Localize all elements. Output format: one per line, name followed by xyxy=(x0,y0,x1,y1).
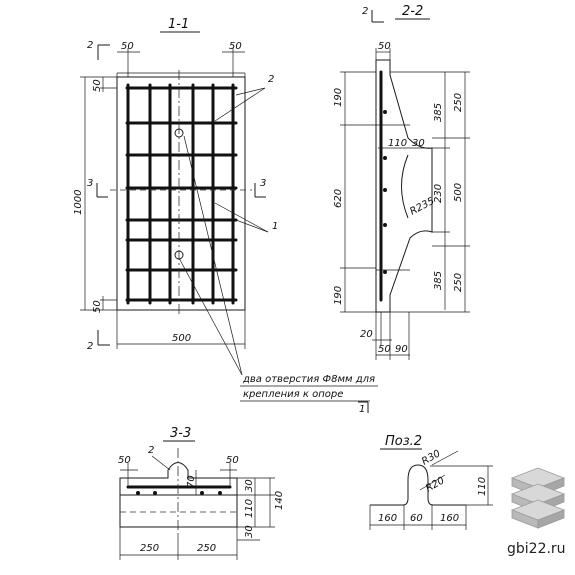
cut-mark-2-top: 2 xyxy=(87,40,93,51)
dim-33-250-left: 250 xyxy=(140,543,159,554)
dim-33-30-bot: 30 xyxy=(244,525,255,538)
callout-33-pos2: 2 xyxy=(148,445,154,456)
site-logo: gbi22.ru xyxy=(507,467,566,557)
dim-33-50-right: 50 xyxy=(226,455,239,466)
section-3-3-title: 3-3 xyxy=(170,426,191,441)
dim-22-l190-top: 190 xyxy=(333,88,344,107)
mounting-hole-top xyxy=(174,128,184,138)
section-2-2-title: 2-2 xyxy=(402,4,423,19)
note-line2: крепления к опоре xyxy=(243,389,343,400)
site-url: gbi22.ru xyxy=(507,541,566,557)
section-1-1: 1-1 2 xyxy=(73,17,278,376)
dim-22-top: 50 xyxy=(378,41,391,52)
cut-mark-3-right: 3 xyxy=(260,178,266,189)
dim-pos2-r20: R20 xyxy=(424,475,447,494)
callout-11-pos2: 2 xyxy=(268,74,274,85)
dim-11-width: 500 xyxy=(172,333,191,344)
cut-mark-2-22: 2 xyxy=(362,6,368,17)
dim-22-b50: 50 xyxy=(378,344,391,355)
section-1-1-title: 1-1 xyxy=(168,17,189,32)
pos2-title: Поз.2 xyxy=(385,434,422,449)
dim-22-r230: 230 xyxy=(433,184,444,203)
dim-22-l190-bot: 190 xyxy=(333,286,344,305)
dim-22-rr250-bot: 250 xyxy=(453,273,464,292)
mounting-hole-bottom xyxy=(174,250,184,260)
callout-11-pos1: 1 xyxy=(272,221,278,232)
dim-22-rr500: 500 xyxy=(453,183,464,202)
section-3-3-body xyxy=(119,462,238,528)
dim-11-height: 1000 xyxy=(73,190,84,215)
dim-11-top-left: 50 xyxy=(121,41,134,52)
section-3-3: 3-3 2 50 50 70 30 110 140 30 xyxy=(118,426,285,560)
dim-pos2-r30: R30 xyxy=(420,448,443,467)
dim-22-r385-bot: 385 xyxy=(433,271,444,290)
dim-33-30-top: 30 xyxy=(244,479,255,492)
position-2-detail: Поз.2 R30 R20 110 160 60 160 xyxy=(369,434,493,530)
pos2-bar-shape xyxy=(370,464,466,506)
dim-11-top-right: 50 xyxy=(229,41,242,52)
dim-33-140: 140 xyxy=(274,491,285,510)
dim-22-110: 110 xyxy=(388,138,407,149)
panel-profile xyxy=(375,59,433,313)
dim-33-50-left: 50 xyxy=(118,455,131,466)
dim-22-b20: 20 xyxy=(360,329,373,340)
dim-22-30: 30 xyxy=(412,138,425,149)
cut-mark-1: 1 xyxy=(359,404,365,415)
dim-33-110: 110 xyxy=(244,499,255,518)
cut-mark-3-left: 3 xyxy=(87,178,93,189)
dim-33-70: 70 xyxy=(186,475,197,488)
rebar-mesh xyxy=(125,83,238,305)
dim-22-r385-top: 385 xyxy=(433,103,444,122)
dim-pos2-160-left: 160 xyxy=(378,513,397,524)
panel-outline xyxy=(116,76,246,311)
dim-11-left-top: 50 xyxy=(92,79,103,92)
dim-22-rr250-top: 250 xyxy=(453,93,464,112)
mounting-note: два отверстия Ф8мм для крепления к опоре… xyxy=(240,374,378,415)
dim-pos2-60: 60 xyxy=(410,513,423,524)
note-line1: два отверстия Ф8мм для xyxy=(242,374,375,385)
dim-22-b90: 90 xyxy=(395,344,408,355)
section-2-2: 2-2 2 50 190 620 190 385 230 xyxy=(333,4,470,360)
dim-pos2-110: 110 xyxy=(477,477,488,496)
cut-mark-2-bottom: 2 xyxy=(87,341,93,352)
dim-11-left-bottom: 50 xyxy=(92,300,103,313)
dim-33-250-right: 250 xyxy=(197,543,216,554)
dim-22-l620: 620 xyxy=(333,189,344,208)
dim-pos2-160-right: 160 xyxy=(440,513,459,524)
